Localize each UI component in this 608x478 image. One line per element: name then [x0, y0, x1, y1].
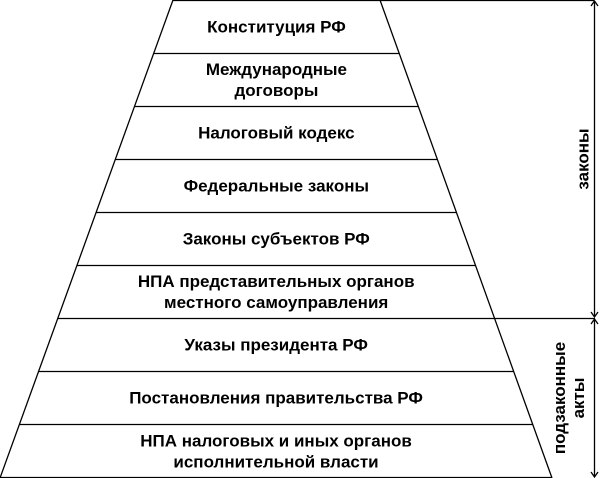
- level-label: НПА представительных органов: [138, 272, 415, 291]
- bracket-arrow-bottom: [590, 311, 599, 319]
- bracket-arrow-top: [590, 317, 599, 325]
- group-label: подзаконные: [550, 342, 569, 454]
- level-label: исполнительной власти: [173, 453, 378, 472]
- pyramid-level: Конституция РФ: [207, 18, 346, 37]
- level-label: Федеральные законы: [184, 177, 369, 196]
- pyramid-level: НПА представительных органов местного сам…: [138, 272, 415, 312]
- pyramid-level: Федеральные законы: [184, 177, 369, 196]
- bracket-arrow-bottom: [590, 471, 599, 478]
- level-label: Налоговый кодекс: [198, 124, 355, 143]
- pyramid-level: Международные договоры: [206, 60, 347, 100]
- pyramid-level: Законы субъектов РФ: [183, 230, 370, 249]
- bracket-arrow-top: [590, 0, 599, 7]
- level-label: Постановления правительства РФ: [129, 389, 423, 408]
- pyramid-level: Указы президента РФ: [184, 336, 367, 355]
- level-label: договоры: [234, 81, 318, 100]
- pyramid-level: Налоговый кодекс: [198, 124, 355, 143]
- pyramid: Конституция РФ Международные договорыНалог…: [0, 0, 595, 478]
- group-label: акты: [569, 378, 588, 419]
- pyramid-level: Постановления правительства РФ: [129, 389, 423, 408]
- level-label: Указы президента РФ: [184, 336, 367, 355]
- level-label: Международные: [206, 60, 347, 79]
- level-label: НПА налоговых и иных органов: [140, 432, 412, 451]
- level-label: Законы субъектов РФ: [183, 230, 370, 249]
- pyramid-level: НПА налоговых и иных органов исполнительн…: [140, 432, 412, 472]
- level-label: местного самоуправления: [164, 293, 388, 312]
- laws-group: законы: [573, 0, 599, 319]
- level-label: Конституция РФ: [207, 18, 346, 37]
- pyramid-left-edge: [0, 0, 174, 478]
- group-label: законы: [573, 128, 592, 189]
- pyramid-right-edge: [379, 0, 553, 478]
